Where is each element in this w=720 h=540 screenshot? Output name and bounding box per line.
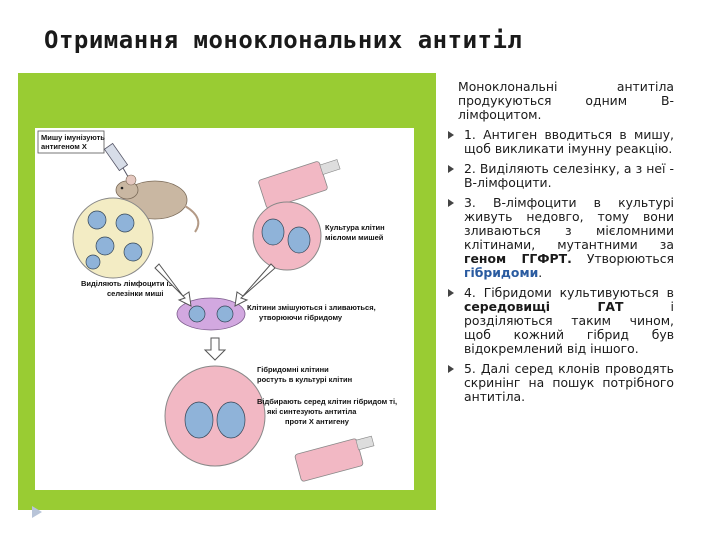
bullet-5-text: 5. Далі серед клонів проводять скринінг … bbox=[464, 361, 674, 404]
hybrid-label-line1: Гібридомні клітини bbox=[257, 365, 329, 374]
bullet-3-end: . bbox=[538, 265, 543, 280]
bullet-1: 1. Антиген вводиться в мишу, щоб виклика… bbox=[448, 128, 674, 156]
bullet-4-bold: середовищі ГАТ bbox=[464, 299, 624, 314]
hybridoma-dish bbox=[164, 365, 266, 467]
hybrid-label-line2: ростуть в культурі клітин bbox=[257, 375, 352, 384]
culture-label-line2: мієломи мишей bbox=[325, 233, 384, 242]
bullet-2: 2. Виділяють селезінку, а з неї - В-лімф… bbox=[448, 162, 674, 190]
immunize-label-line2: антигеном X bbox=[41, 142, 87, 151]
bullet-intro-text: Моноклональні антитіла продукуються одни… bbox=[458, 79, 674, 122]
flow-arrows bbox=[154, 263, 276, 361]
bullet-5: 5. Далі серед клонів проводять скринінг … bbox=[448, 362, 674, 404]
bullet-2-text: 2. Виділяють селезінку, а з неї - В-лімф… bbox=[464, 161, 674, 190]
mix-label-line2: утворюючи гібридому bbox=[259, 313, 343, 322]
bullet-4-tail: і розділяються таким чином, щоб кожний г… bbox=[464, 299, 674, 356]
bullet-3: 3. В-лімфоцити в культурі живуть недовго… bbox=[448, 196, 674, 280]
syringe-icon bbox=[103, 142, 131, 181]
bullet-3-tail: Утворюються bbox=[586, 251, 674, 266]
bullet-intro: Моноклональні антитіла продукуються одни… bbox=[448, 80, 674, 122]
bullet-4-text: 4. Гібридоми культивуються в bbox=[464, 285, 674, 300]
culture-label-line1: Культура клітин bbox=[325, 223, 385, 232]
mix-label-line1: Клітини змішуються і зливаються, bbox=[247, 303, 376, 312]
isolate-label-line2: селезінки миші bbox=[107, 289, 163, 298]
corner-arrow-icon bbox=[32, 506, 42, 518]
slide-title: Отримання моноклональних антитіл bbox=[44, 26, 523, 54]
bullet-arrow-icon bbox=[448, 365, 454, 373]
bullet-arrow-icon bbox=[448, 199, 454, 207]
immunize-label-line1: Мишу імунізують bbox=[41, 133, 105, 142]
bullet-3-accent: гібридоми bbox=[464, 265, 539, 280]
bullet-arrow-icon bbox=[448, 165, 454, 173]
bullet-arrow-icon bbox=[448, 289, 454, 297]
fusing-cells bbox=[176, 297, 246, 331]
select-label-line2: які синтезують антитіла bbox=[267, 407, 357, 416]
select-label-line1: Відбирають серед клітин гібридом ті, bbox=[257, 397, 397, 406]
bullet-list: Моноклональні антитіла продукуються одни… bbox=[448, 80, 674, 404]
bullet-4: 4. Гібридоми культивуються в середовищі … bbox=[448, 286, 674, 356]
select-label-line3: проти X антигену bbox=[285, 417, 350, 426]
bullet-3-text: 3. В-лімфоцити в культурі живуть недовго… bbox=[464, 195, 674, 252]
myeloma-cells-dish bbox=[252, 201, 322, 271]
spleen-cells-plate bbox=[72, 197, 154, 279]
hybridoma-diagram: Мишу імунізують антигеном X Виділяють лі… bbox=[35, 128, 414, 490]
myeloma-culture-flask bbox=[258, 159, 341, 209]
bullet-1-text: 1. Антиген вводиться в мишу, щоб виклика… bbox=[464, 127, 674, 156]
isolate-label-line1: Виділяють лімфоцити із bbox=[81, 279, 173, 288]
hybridoma-culture-flask bbox=[294, 435, 375, 482]
bullet-arrow-icon bbox=[448, 131, 454, 139]
immunize-label-box bbox=[37, 130, 105, 154]
bullet-3-bold: геном ГГФРТ. bbox=[464, 251, 572, 266]
